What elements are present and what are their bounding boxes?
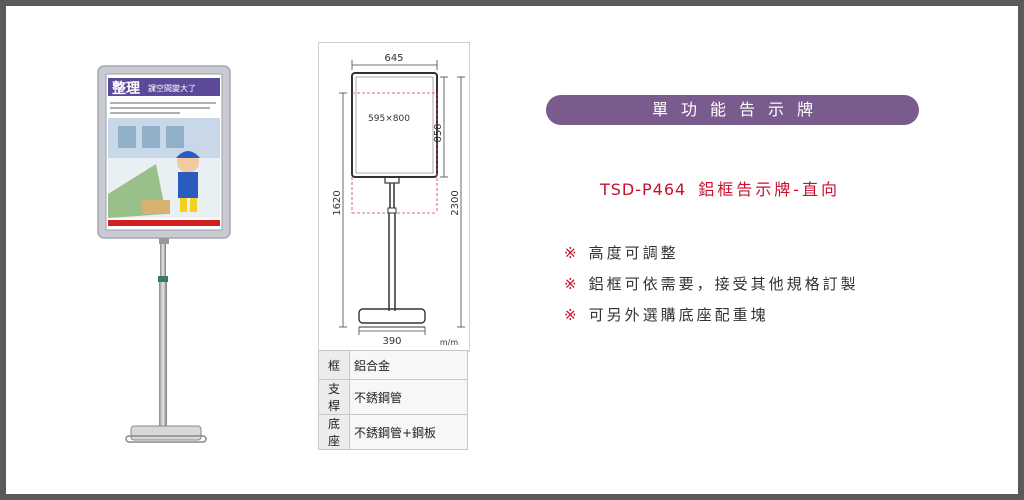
spec-row: 框 鋁合金 <box>318 350 468 380</box>
feature-text: 高度可調整 <box>588 244 679 262</box>
reference-mark-icon: ※ <box>564 306 577 324</box>
feature-item: ※ 可另外選購底座配重塊 <box>564 300 859 331</box>
reference-mark-icon: ※ <box>564 275 577 293</box>
feature-item: ※ 鋁框可依需要，接受其他規格訂製 <box>564 269 859 300</box>
dim-frame-width: 645 <box>384 53 403 64</box>
spec-material: 不銹鋼管+鋼板 <box>349 414 468 450</box>
product-photo: 整理 課空間變大了 <box>96 64 246 454</box>
feature-text: 鋁框可依需要，接受其他規格訂製 <box>588 275 859 293</box>
spec-row: 支桿 不銹鋼管 <box>318 379 468 415</box>
spec-part: 框 <box>318 350 350 380</box>
poster-subheading: 課空間變大了 <box>148 83 196 93</box>
spec-row: 底座 不銹鋼管+鋼板 <box>318 414 468 450</box>
dim-base-width: 390 <box>382 336 401 347</box>
spec-material: 不銹鋼管 <box>349 379 468 415</box>
spec-part: 底座 <box>318 414 350 450</box>
model-code: TSD-P464 <box>600 180 687 199</box>
dimension-drawing: 645 595×800 850 2300 1620 <box>318 42 470 352</box>
product-model: TSD-P464 鋁框告示牌-直向 <box>600 176 840 200</box>
model-name: 鋁框告示牌-直向 <box>698 180 840 199</box>
dim-min-height: 1620 <box>332 190 343 215</box>
poster-heading: 整理 <box>111 80 140 97</box>
spec-material: 鋁合金 <box>349 350 468 380</box>
dim-total-height: 2300 <box>450 190 461 215</box>
dim-unit: m/m <box>440 338 458 347</box>
dim-poster-size: 595×800 <box>368 114 410 124</box>
spec-table: 框 鋁合金 支桿 不銹鋼管 底座 不銹鋼管+鋼板 <box>318 350 468 450</box>
product-page: 整理 課空間變大了 <box>6 6 1018 494</box>
page-title: 單功能告示牌 <box>546 95 919 125</box>
spec-part: 支桿 <box>318 379 350 415</box>
feature-text: 可另外選購底座配重塊 <box>588 306 769 324</box>
reference-mark-icon: ※ <box>564 244 577 262</box>
feature-list: ※ 高度可調整 ※ 鋁框可依需要，接受其他規格訂製 ※ 可另外選購底座配重塊 <box>564 238 859 331</box>
dim-frame-height: 850 <box>433 123 444 142</box>
feature-item: ※ 高度可調整 <box>564 238 859 269</box>
